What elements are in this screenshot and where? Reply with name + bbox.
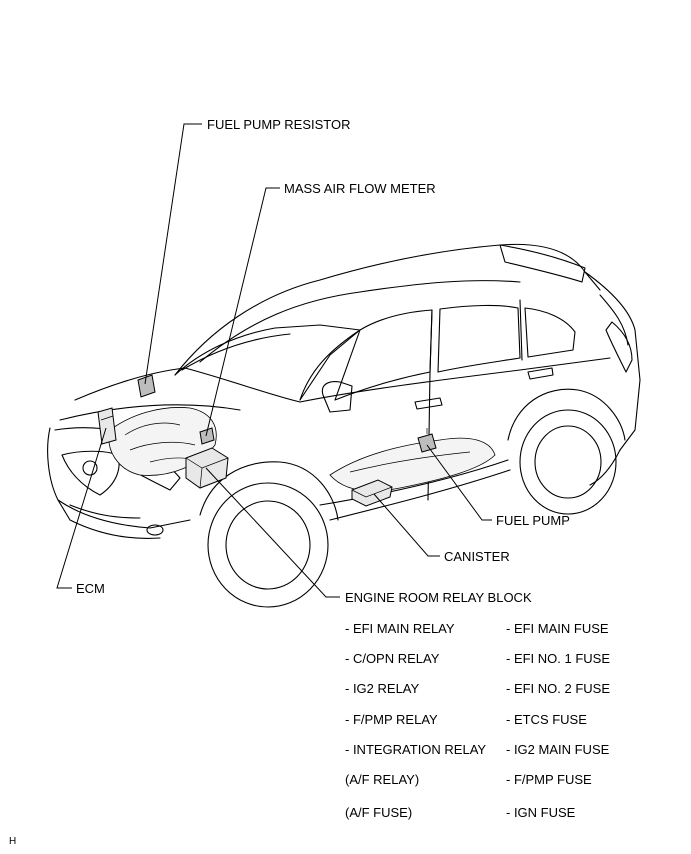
fuse-item: - IG2 MAIN FUSE bbox=[506, 742, 610, 757]
fuse-item: - EFI MAIN FUSE bbox=[506, 621, 609, 636]
fuel-pump-resistor-part bbox=[137, 374, 156, 398]
relay-item: - F/PMP RELAY bbox=[345, 712, 438, 727]
ecm-part bbox=[97, 407, 117, 445]
relay-item: - IG2 RELAY bbox=[345, 681, 420, 696]
fuel-pump-label: FUEL PUMP bbox=[496, 513, 570, 528]
fuse-item: - F/PMP FUSE bbox=[506, 772, 592, 787]
fuel-pump-resistor-label: FUEL PUMP RESISTOR bbox=[207, 117, 351, 132]
relay-item: (A/F FUSE) bbox=[345, 805, 413, 820]
relay-item: - C/OPN RELAY bbox=[345, 651, 440, 666]
fuse-item: - EFI NO. 2 FUSE bbox=[506, 681, 611, 696]
relay-item: - INTEGRATION RELAY bbox=[345, 742, 487, 757]
vehicle-illustration bbox=[47, 243, 641, 608]
ecm-label: ECM bbox=[76, 581, 105, 596]
engine-room-relay-block-part bbox=[185, 447, 229, 489]
fuel-pump-part bbox=[417, 428, 437, 453]
leader-lines bbox=[56, 123, 492, 598]
fuse-item: - EFI NO. 1 FUSE bbox=[506, 651, 611, 666]
fuse-item: - IGN FUSE bbox=[506, 805, 576, 820]
relay-item: (A/F RELAY) bbox=[345, 772, 420, 787]
canister-label: CANISTER bbox=[444, 549, 510, 564]
corner-mark: H bbox=[9, 836, 17, 847]
mass-air-flow-meter-label: MASS AIR FLOW METER bbox=[284, 181, 436, 196]
relay-item: - EFI MAIN RELAY bbox=[345, 621, 455, 636]
engine-room-relay-block-label: ENGINE ROOM RELAY BLOCK bbox=[345, 590, 532, 605]
fuse-item: - ETCS FUSE bbox=[506, 712, 587, 727]
canister-part bbox=[351, 479, 393, 507]
